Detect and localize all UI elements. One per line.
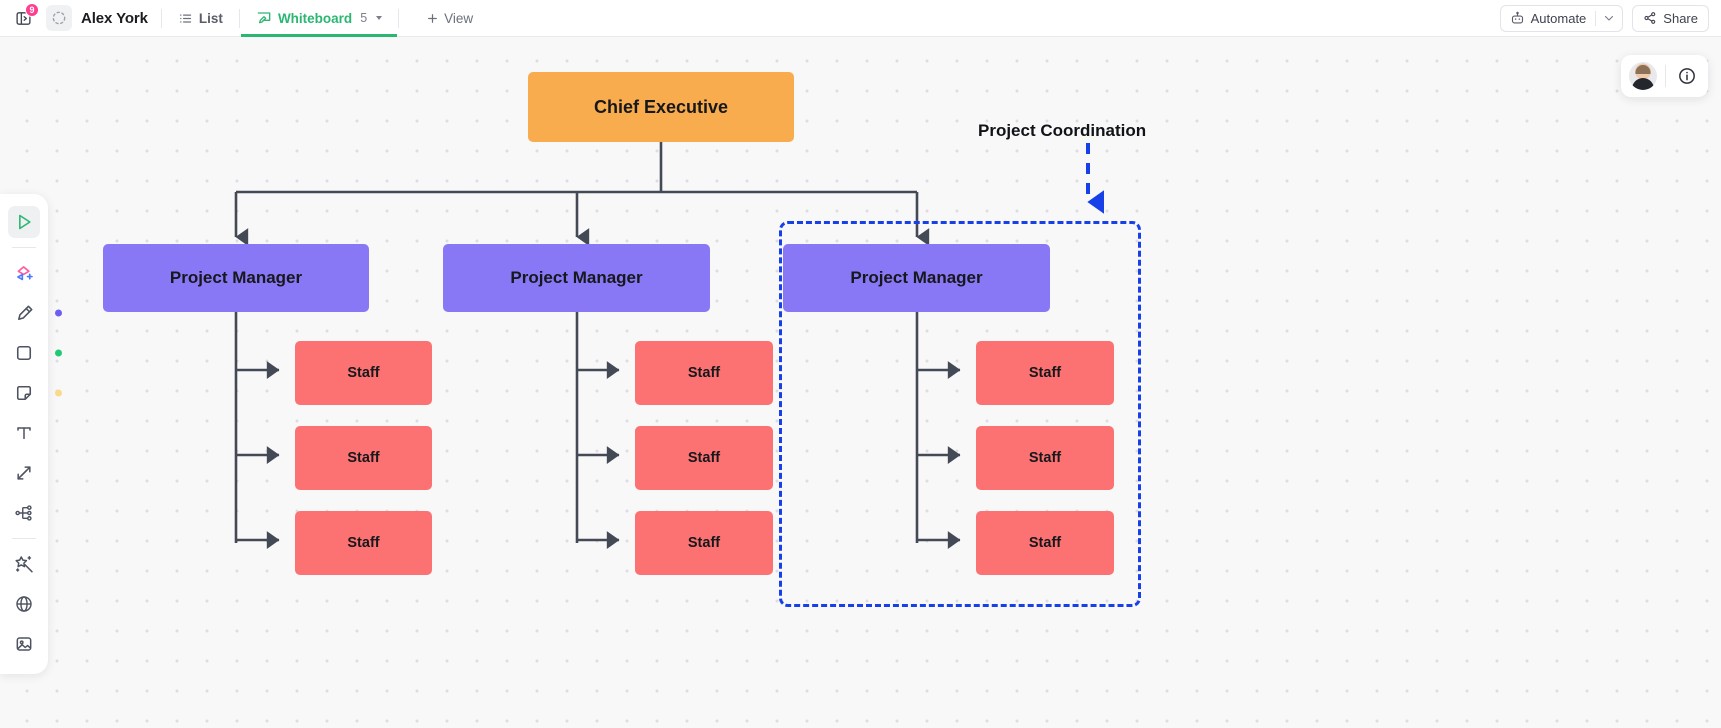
tab-whiteboard-label: Whiteboard: [277, 10, 353, 26]
double-arrow-icon: [17, 466, 31, 480]
org-node-staff-3c[interactable]: Staff: [976, 511, 1114, 575]
tool-pen[interactable]: [8, 297, 62, 329]
org-node-project-manager-1[interactable]: Project Manager: [103, 244, 369, 312]
avatar[interactable]: [1629, 62, 1657, 90]
org-node-label: Project Manager: [510, 268, 643, 287]
shape-color-dot[interactable]: [55, 349, 62, 357]
divider: [1665, 65, 1666, 87]
annotation-label: Project Coordination: [978, 121, 1147, 140]
org-node-staff-3b[interactable]: Staff: [976, 426, 1114, 490]
org-node-label: Chief Executive: [593, 96, 729, 117]
image-icon: [16, 637, 32, 651]
whiteboard-canvas[interactable]: Project Coordination Chief Executive Pro…: [0, 37, 1721, 728]
share-nodes-icon: [1644, 12, 1656, 24]
list-icon: [180, 13, 192, 23]
automate-label: Automate: [1530, 10, 1587, 26]
org-node-label: Project Manager: [169, 268, 303, 287]
notification-badge: 9: [25, 3, 39, 17]
tool-embed[interactable]: [8, 588, 40, 620]
tool-image[interactable]: [8, 628, 40, 660]
org-node-staff-1b[interactable]: Staff: [295, 426, 432, 490]
org-node-label: Staff: [347, 450, 380, 466]
tool-sticky-note[interactable]: [8, 377, 62, 409]
tool-mindmap[interactable]: [8, 497, 40, 529]
chevron-down-icon: [1605, 15, 1614, 21]
automate-control: Automate: [1499, 4, 1624, 32]
square-icon: [16, 345, 32, 361]
marker-pen-icon: [17, 305, 32, 320]
magic-wand-icon: [14, 555, 33, 572]
org-node-label: Staff: [1028, 450, 1062, 466]
tool-shape-draw[interactable]: [8, 257, 40, 289]
add-view-button[interactable]: View: [426, 11, 473, 26]
org-node-staff-1a[interactable]: Staff: [295, 341, 432, 405]
robot-icon: [1511, 11, 1523, 23]
org-node-label: Staff: [347, 365, 380, 381]
org-node-staff-2c[interactable]: Staff: [635, 511, 773, 575]
org-node-staff-2a[interactable]: Staff: [635, 341, 773, 405]
tool-text[interactable]: [8, 417, 40, 449]
org-node-label: Staff: [1028, 535, 1062, 551]
share-label: Share: [1663, 10, 1698, 26]
org-node-staff-2b[interactable]: Staff: [635, 426, 773, 490]
plus-icon: [428, 13, 438, 23]
tool-select[interactable]: [8, 206, 40, 238]
automate-dropdown-button[interactable]: [1596, 6, 1622, 31]
text-icon: [17, 427, 31, 440]
org-node-label: Staff: [347, 535, 380, 551]
divider: [160, 8, 162, 28]
tab-whiteboard-count: 5: [360, 11, 368, 25]
pen-color-dot[interactable]: [55, 309, 62, 317]
org-node-label: Project Manager: [850, 268, 983, 287]
hierarchy-icon: [15, 505, 32, 521]
sticky-note-icon: [16, 385, 32, 401]
connector-layer: [234, 142, 1105, 549]
divider: [238, 8, 240, 28]
whiteboard-icon: [257, 12, 271, 24]
share-button[interactable]: Share: [1632, 4, 1709, 32]
whiteboard-toolbar: [0, 194, 62, 674]
sticky-color-dot[interactable]: [55, 389, 62, 397]
automate-button[interactable]: Automate: [1501, 6, 1596, 31]
org-node-label: Staff: [687, 365, 721, 381]
divider: [12, 538, 36, 539]
panel-toggle-icon: [15, 11, 31, 25]
org-node-label: Staff: [687, 535, 721, 551]
collaborators-panel: [1621, 55, 1708, 97]
cursor-arrow-icon: [19, 214, 31, 230]
info-button[interactable]: [1674, 63, 1700, 89]
org-node-label: Staff: [1028, 365, 1062, 381]
tab-list[interactable]: List: [175, 0, 226, 37]
add-view-label: View: [444, 10, 474, 26]
space-avatar[interactable]: [46, 5, 72, 31]
org-node-project-manager-3[interactable]: Project Manager: [783, 244, 1050, 312]
tool-shape[interactable]: [8, 337, 62, 369]
org-node-staff-3a[interactable]: Staff: [976, 341, 1114, 405]
tab-whiteboard[interactable]: Whiteboard 5: [240, 0, 398, 37]
page-title[interactable]: Alex York: [81, 9, 148, 27]
globe-icon: [16, 596, 32, 612]
divider: [1595, 10, 1597, 26]
divider: [12, 247, 36, 248]
org-node-staff-1c[interactable]: Staff: [295, 511, 432, 575]
tool-connector[interactable]: [8, 457, 40, 489]
space-dotted-circle-icon: [52, 11, 66, 25]
chevron-down-icon[interactable]: [376, 16, 383, 20]
tab-list-label: List: [198, 10, 223, 26]
divider: [398, 8, 400, 28]
tool-ai[interactable]: [8, 548, 40, 580]
org-node-chief-executive[interactable]: Chief Executive: [528, 72, 794, 142]
shapes-add-icon: [16, 265, 33, 280]
sidebar-toggle-button[interactable]: 9: [10, 3, 39, 31]
info-circle-icon: [1679, 68, 1695, 84]
org-node-label: Staff: [687, 450, 721, 466]
org-node-project-manager-2[interactable]: Project Manager: [443, 244, 710, 312]
top-bar: 9 Alex York List Whiteboard: [0, 0, 1721, 37]
